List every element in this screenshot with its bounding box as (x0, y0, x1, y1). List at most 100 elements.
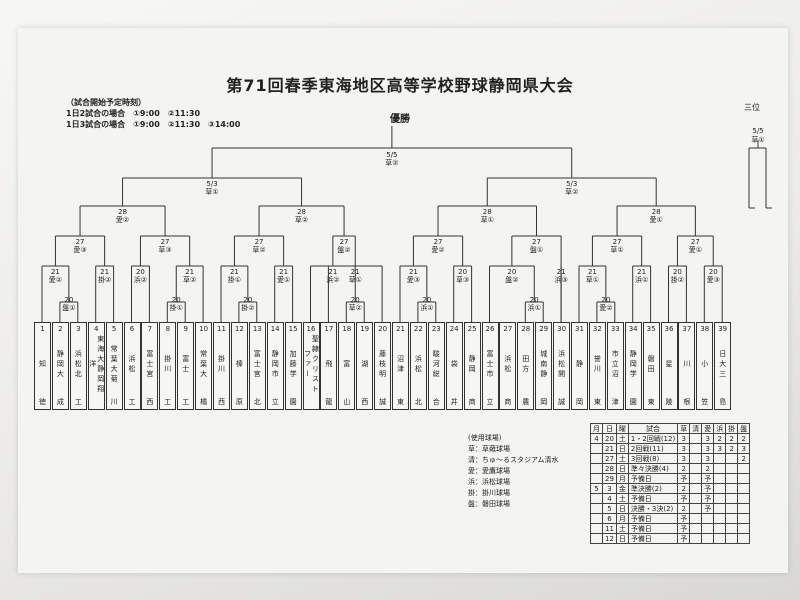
team-name: 富士宮 (145, 350, 154, 380)
team-name-tail: 工 (182, 398, 190, 406)
calendar-cell (590, 443, 603, 454)
team-name: 富士市 (486, 350, 494, 380)
team-name: 藤枝明 (378, 350, 387, 380)
bracket-label: 5/5 草② (385, 151, 399, 167)
team-number: 9 (183, 325, 188, 333)
calendar-cell: 予備日 (627, 493, 679, 504)
team-name: 富士宮 (253, 350, 262, 380)
calendar-cell (689, 503, 703, 514)
team-name: 浜松 (503, 355, 512, 375)
calendar-cell (689, 473, 703, 484)
team-name-tail: 笠 (701, 398, 709, 406)
calendar-cell (590, 513, 603, 524)
calendar-cell (737, 493, 751, 504)
third-place-label: 三位 (744, 103, 760, 112)
calendar-cell (701, 523, 715, 534)
calendar-cell: 予 (677, 473, 691, 484)
bracket-label: 28 愛① (649, 208, 663, 224)
calendar-cell: 2 (725, 443, 739, 454)
team-name-tail: 商 (504, 398, 512, 406)
bracket-label: 28 草② (294, 208, 309, 224)
calendar-cell (725, 483, 739, 494)
team-name-tail: 島 (719, 398, 727, 406)
calendar-cell (701, 533, 715, 544)
team-name-tail: 西 (361, 398, 369, 406)
bracket-label: 5/3 草② (565, 180, 579, 196)
schedule-line-three-games: 1日3試合の場合 ①9:00 ②11:30 ③14:00 (66, 120, 241, 129)
venue-item: 浜：浜松球場 (468, 478, 510, 486)
team-name: 小 (700, 360, 709, 370)
team-name-tail: 誠 (558, 398, 566, 406)
team-number: 19 (360, 325, 370, 333)
bracket-label: 20 掛② (670, 268, 685, 284)
team-name: 浜松 (414, 355, 423, 375)
calendar-cell: 3 (602, 483, 617, 494)
team-name: 静岡大 (56, 350, 65, 380)
calendar-cell (689, 483, 703, 494)
team-name-tail: 龍 (325, 398, 333, 406)
calendar-header-cell: 月 (590, 423, 603, 434)
calendar-cell: 3 (713, 443, 727, 454)
team-number: 10 (199, 325, 209, 333)
calendar-header-cell: 試合 (627, 423, 679, 434)
calendar-cell: 3 (737, 443, 751, 454)
calendar-cell: 予備日 (627, 473, 679, 484)
team-name: 浜松北 (74, 350, 83, 380)
team-number: 32 (592, 325, 602, 333)
team-name: 掛川 (217, 355, 226, 375)
calendar-cell (713, 473, 727, 484)
calendar-cell: 2 (677, 463, 691, 474)
calendar-cell: 準々決勝(4) (627, 463, 679, 474)
calendar-cell (725, 453, 739, 464)
calendar-header-cell: 愛 (701, 423, 715, 434)
team-name: 川 (682, 360, 691, 370)
bracket-label: 20 掛② (241, 296, 255, 312)
calendar-cell: 2回戦(11) (627, 443, 679, 454)
calendar-cell (737, 533, 751, 544)
team-name-tail: 橘 (200, 398, 208, 406)
calendar-cell (737, 463, 751, 474)
bracket-label: 21 愛③ (406, 268, 421, 284)
team-number: 29 (539, 325, 549, 333)
bracket-label: 20 盤① (62, 296, 76, 312)
team-name-tail: 誠 (379, 398, 387, 406)
team-number: 23 (431, 325, 441, 333)
team-number: 30 (557, 325, 567, 333)
calendar-cell: 予 (677, 533, 691, 544)
bracket-label: 27 草③ (158, 238, 172, 254)
team-name: 飛 (324, 360, 333, 370)
calendar-cell: 月 (615, 473, 629, 484)
team-name: 日大三 (718, 350, 727, 380)
team-number: 33 (610, 325, 620, 333)
team-name-tail: 北 (414, 398, 422, 406)
calendar-cell (590, 523, 603, 534)
schedule-heading: （試合開始予定時刻） (66, 98, 146, 107)
team-number: 2 (58, 325, 63, 333)
calendar-cell: 予備日 (627, 523, 679, 534)
calendar-cell (689, 463, 703, 474)
team-name: 富 (342, 360, 351, 370)
calendar-cell (725, 473, 739, 484)
team-name: 星 (665, 360, 673, 370)
team-name: 掛川 (163, 355, 172, 375)
calendar-cell (689, 453, 703, 464)
calendar-cell (737, 513, 751, 524)
team-number: 34 (628, 325, 638, 333)
team-name-tail: 西 (218, 398, 225, 406)
team-name-tail: 岡 (540, 398, 548, 406)
bracket-label: 27 愛① (688, 238, 702, 254)
calendar-cell (713, 533, 727, 544)
team-name-tail: 岡 (576, 398, 583, 406)
